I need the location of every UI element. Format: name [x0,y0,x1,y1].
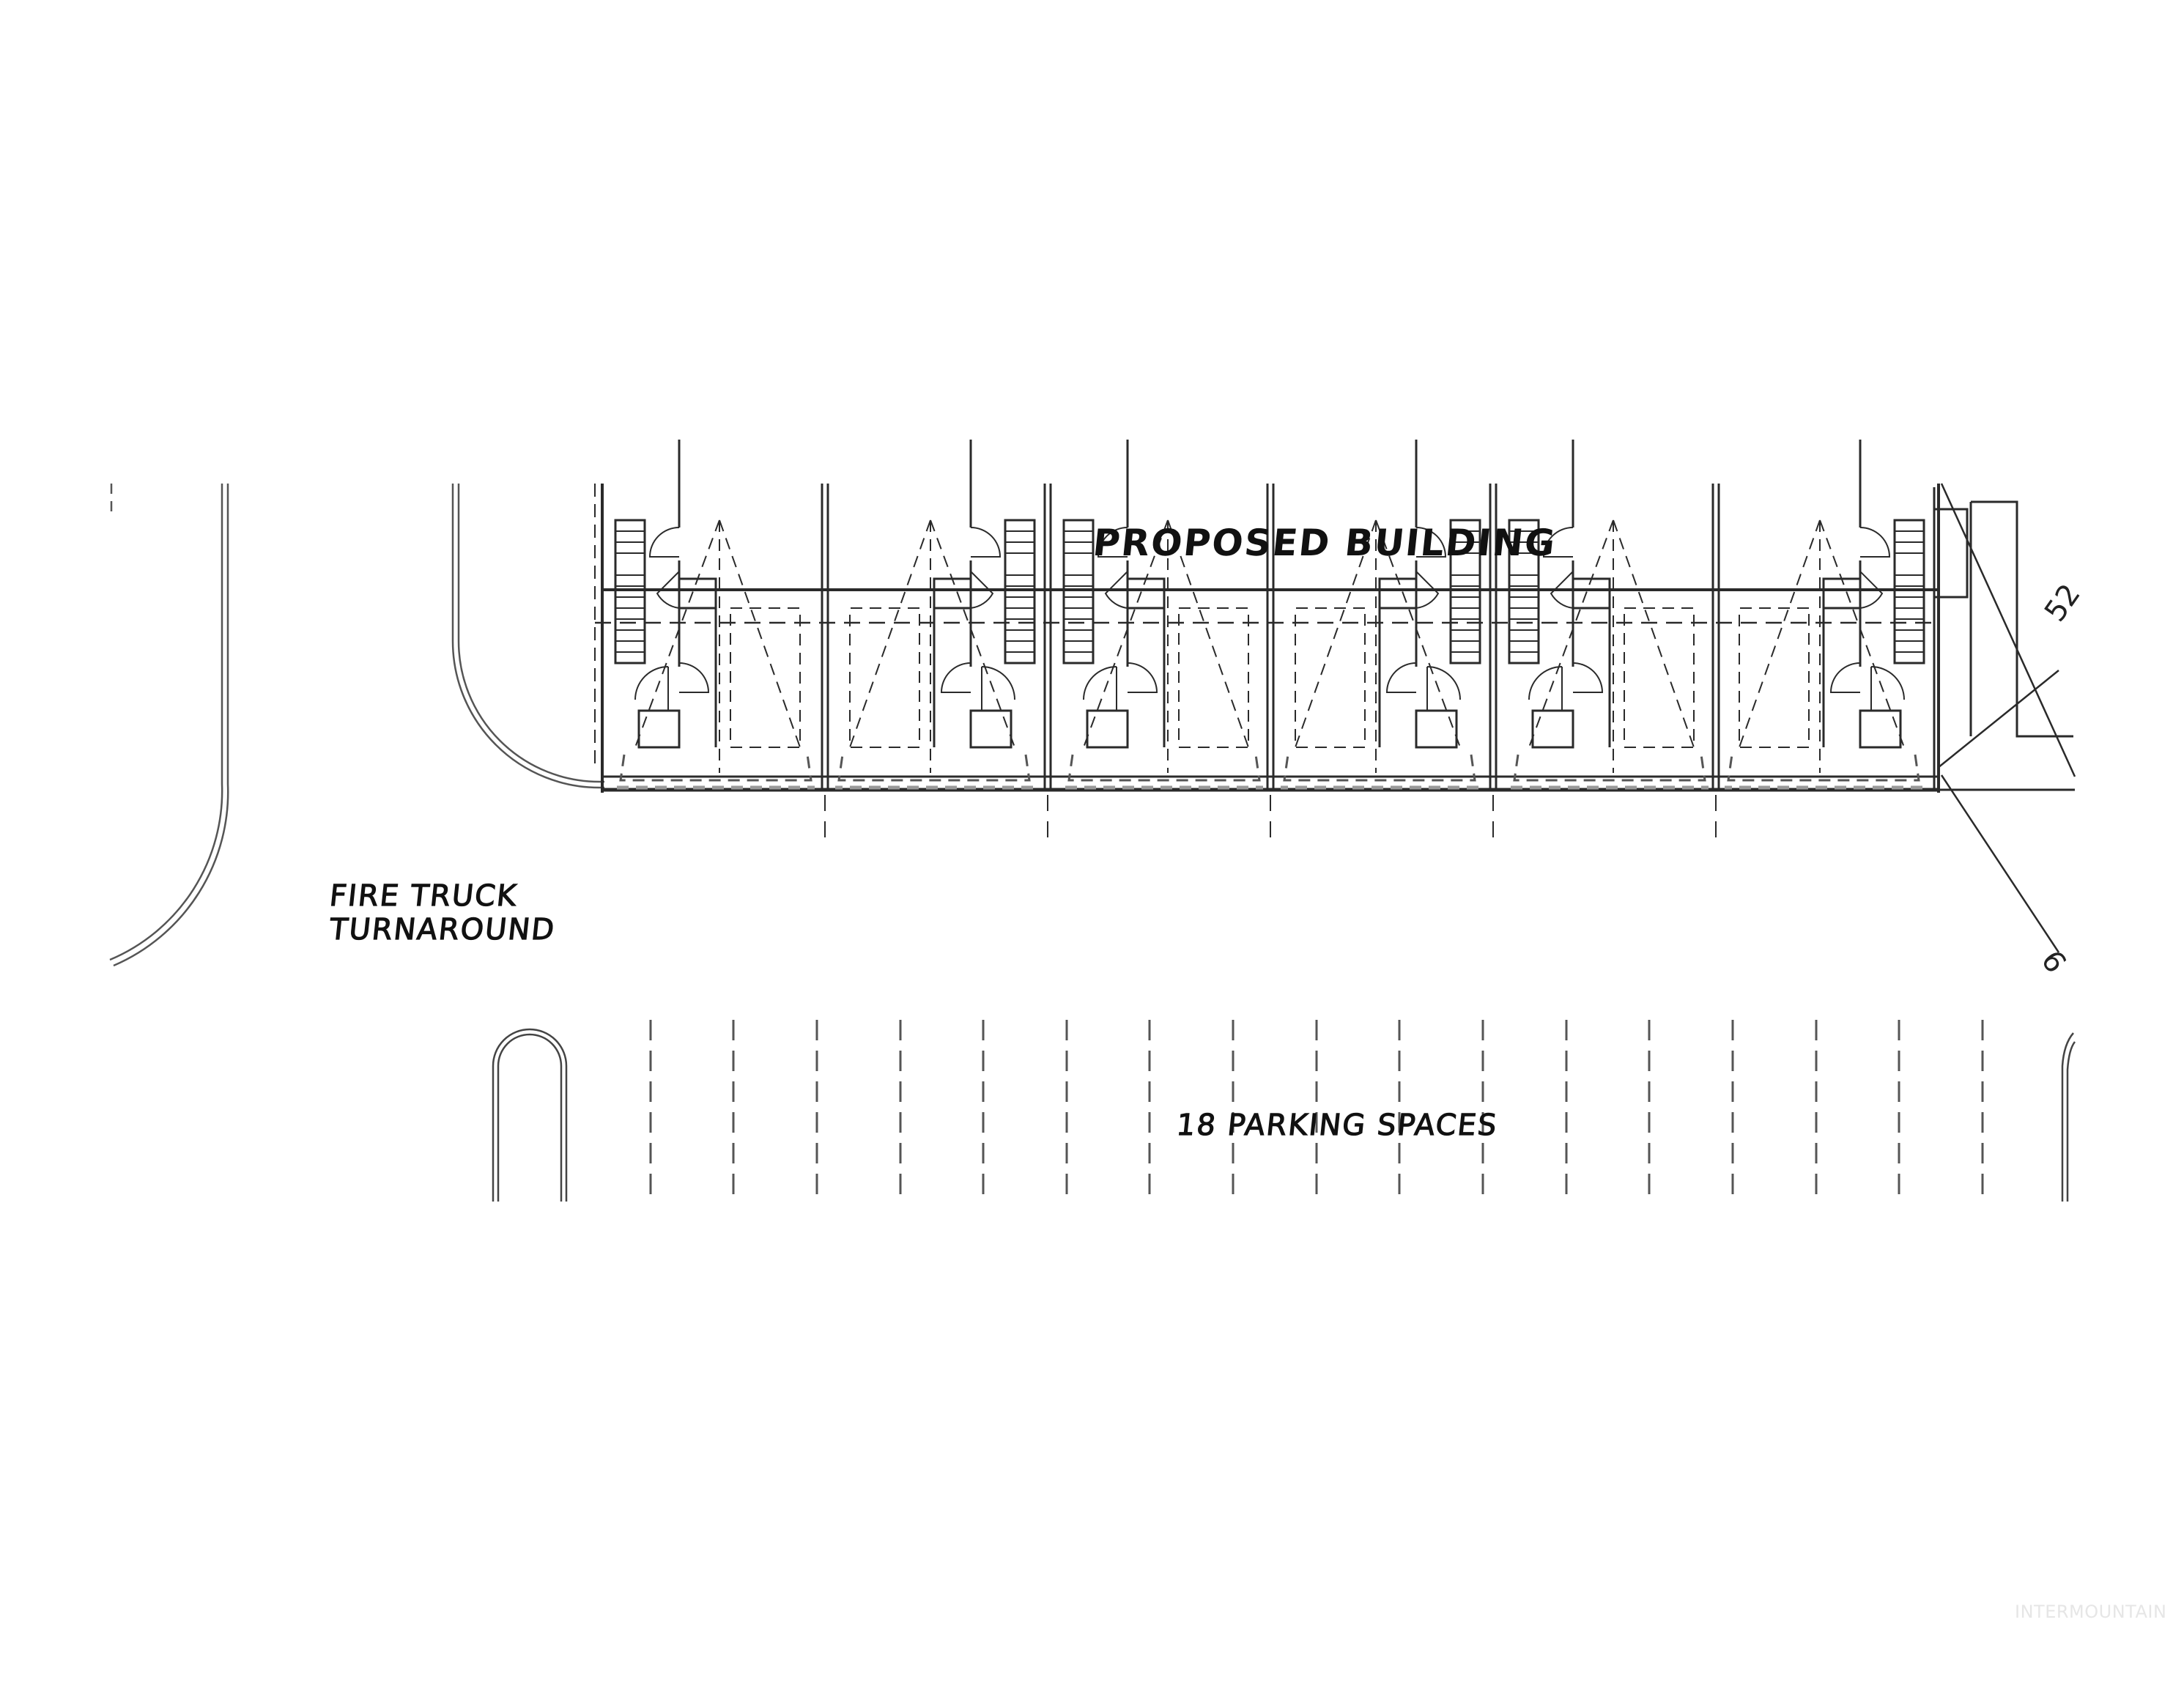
fire-truck-label: FIRE TRUCK [327,878,519,913]
watermark: INTERMOUNTAIN [2015,1602,2167,1622]
turnaround-curb [451,484,604,789]
parking-spaces-label: 18 PARKING SPACES [1174,1108,1500,1142]
turnaround-label: TURNAROUND [327,912,558,947]
parking-island [492,1028,568,1202]
unit-dividers [821,484,1720,791]
left-street-curb [109,484,229,967]
proposed-building-outline [594,484,1940,793]
right-end-structure [1933,483,2076,953]
proposed-building-label: PROPOSED BUILDING [1090,522,1559,564]
lot-lines [824,795,1717,843]
right-parking-curb [2061,1032,2076,1202]
